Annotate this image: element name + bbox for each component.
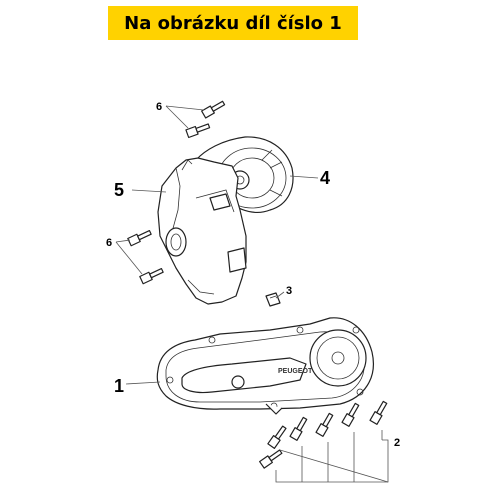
callout-5: 5 — [114, 180, 124, 200]
callout-1: 1 — [114, 376, 124, 396]
leader-lines — [115, 105, 389, 483]
callout-6-top: 6 — [156, 101, 162, 113]
part-2-screws — [259, 400, 388, 469]
part-3-clip — [265, 292, 281, 307]
callout-6-left: 6 — [106, 237, 112, 249]
callout-4: 4 — [320, 168, 330, 188]
callout-3: 3 — [286, 285, 292, 297]
part-5-intake-housing — [157, 157, 247, 305]
banner-title: Na obrázku díl číslo 1 — [124, 12, 342, 34]
cover-brand-logo: PEUGEOT — [278, 368, 313, 375]
part-6-screws-left — [127, 229, 164, 285]
part-1-transmission-cover: PEUGEOT — [156, 317, 374, 415]
part-6-screws-top — [185, 100, 226, 139]
callout-2: 2 — [394, 437, 400, 449]
title-banner: Na obrázku díl číslo 1 — [108, 6, 358, 40]
